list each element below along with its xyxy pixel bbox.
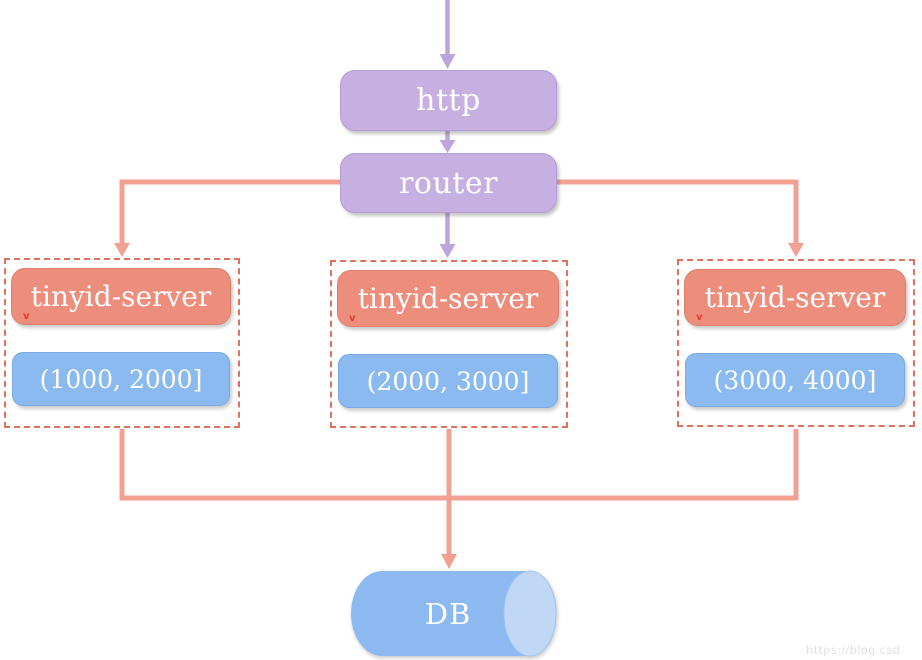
id-range-node-center: (2000, 3000] [338,354,558,408]
tinyid-server-label: tinyid-server [704,281,886,314]
bus-left-to-db [119,429,449,501]
router-label: router [399,165,498,201]
watermark-text: https://blog.csd [806,643,901,657]
server-group-right: v tinyid-server (3000, 4000] [677,259,915,427]
router-node: router [340,153,557,213]
spellcheck-caret-icon: v [696,312,703,323]
server-group-left: v tinyid-server (1000, 2000] [4,258,240,428]
http-label: http [416,83,481,118]
tinyid-server-label: tinyid-server [357,282,539,315]
server-group-center: v tinyid-server (2000, 3000] [330,260,568,428]
tinyid-server-node-right: v tinyid-server [684,269,906,326]
id-range-label: (3000, 4000] [713,365,877,395]
arrow-top-into-http [439,0,456,69]
tinyid-server-node-left: v tinyid-server [11,268,231,325]
arrow-router-to-center-server [439,213,456,258]
http-node: http [340,70,557,131]
id-range-label: (2000, 3000] [366,366,530,396]
arrow-http-to-router [439,131,456,153]
id-range-label: (1000, 2000] [39,364,203,394]
arrow-router-to-right-server [556,179,804,257]
spellcheck-caret-icon: v [23,311,30,322]
id-range-node-left: (1000, 2000] [12,352,230,406]
id-range-node-right: (3000, 4000] [685,353,905,407]
spellcheck-caret-icon: v [349,313,356,324]
db-label: DB [424,597,472,631]
tinyid-server-node-center: v tinyid-server [337,270,559,327]
arrow-router-to-left-server [114,179,341,257]
bus-right-to-db [449,429,799,501]
arrow-center-to-db [441,429,457,569]
tinyid-server-label: tinyid-server [30,280,212,313]
db-cylinder [351,570,557,657]
